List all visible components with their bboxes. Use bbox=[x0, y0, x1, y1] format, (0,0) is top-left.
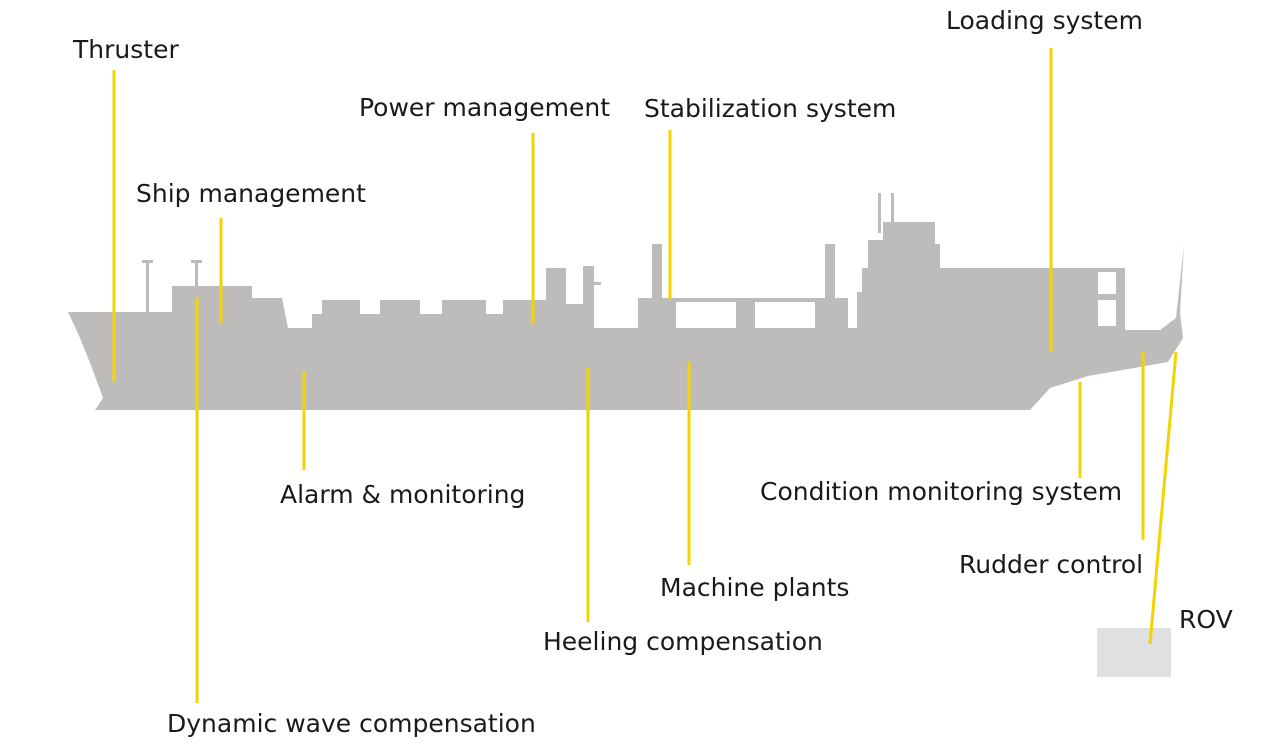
label-loading-system: Loading system bbox=[946, 6, 1143, 35]
label-alarm-monitoring: Alarm & monitoring bbox=[280, 480, 525, 509]
ship-hull bbox=[68, 222, 1184, 410]
opening-3 bbox=[1098, 272, 1116, 294]
post-2 bbox=[825, 244, 835, 302]
rov-box bbox=[1097, 628, 1171, 677]
label-power-management: Power management bbox=[359, 93, 610, 122]
crane-arm bbox=[583, 282, 601, 285]
leader-lines bbox=[112, 48, 1178, 703]
mast-aft-1 bbox=[146, 262, 149, 312]
label-dynamic-wave-compensation: Dynamic wave compensation bbox=[167, 709, 536, 738]
ship-silhouette bbox=[68, 193, 1184, 410]
label-stabilization-system: Stabilization system bbox=[644, 94, 896, 123]
opening-4 bbox=[1098, 300, 1116, 326]
opening-1 bbox=[676, 302, 736, 328]
post-1 bbox=[652, 244, 662, 302]
opening-2 bbox=[755, 302, 815, 328]
mast-aft-2-cap bbox=[191, 260, 202, 263]
mast-aft-1-cap bbox=[142, 260, 153, 263]
label-heeling-compensation: Heeling compensation bbox=[543, 627, 823, 656]
bridge-mast bbox=[878, 193, 881, 233]
label-rov: ROV bbox=[1179, 605, 1233, 634]
deck-openings bbox=[676, 272, 1116, 328]
label-machine-plants: Machine plants bbox=[660, 573, 849, 602]
leader-rov bbox=[1148, 351, 1178, 645]
bridge-mast-2 bbox=[891, 193, 894, 233]
label-ship-management: Ship management bbox=[136, 179, 366, 208]
label-rudder-control: Rudder control bbox=[959, 550, 1143, 579]
mast-aft-2 bbox=[195, 262, 198, 288]
label-condition-monitoring-system: Condition monitoring system bbox=[760, 477, 1122, 506]
label-thruster: Thruster bbox=[72, 35, 179, 64]
labels: Thruster Ship management Power managemen… bbox=[72, 6, 1233, 738]
